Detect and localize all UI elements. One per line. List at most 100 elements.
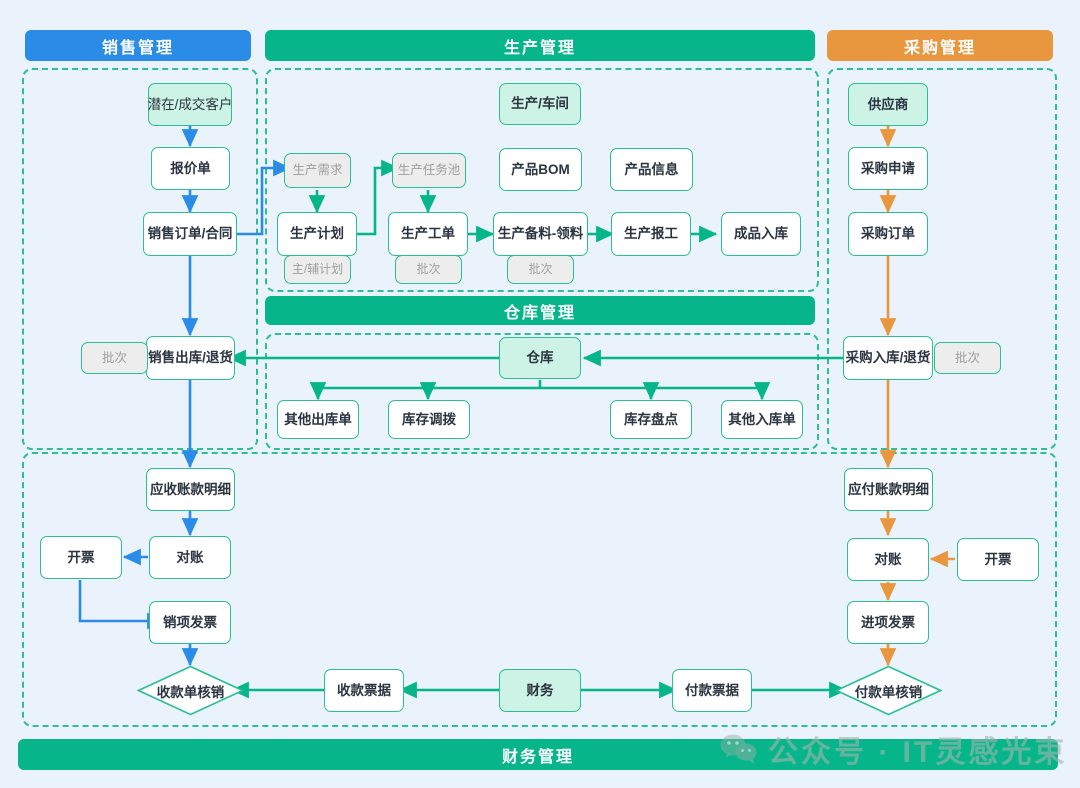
section-header-sales: 销售管理 xyxy=(25,30,251,61)
node-finished-goods-inbound[interactable]: 成品入库 xyxy=(721,212,801,256)
node-sales-outbound-label: 销售出库/退货 xyxy=(148,350,233,366)
node-plan-type-tag[interactable]: 主/辅计划 xyxy=(284,255,351,284)
node-other-outbound-label: 其他出库单 xyxy=(284,411,352,427)
node-purchase-batch-label: 批次 xyxy=(954,350,980,365)
node-input-invoice-label: 进项发票 xyxy=(861,614,915,630)
section-header-finance: 财务管理 xyxy=(18,739,1058,770)
node-work-order[interactable]: 生产工单 xyxy=(388,212,468,256)
node-payment-writeoff[interactable]: 付款单核销 xyxy=(835,665,942,716)
section-header-sales-label: 销售管理 xyxy=(101,39,174,57)
node-sales-order[interactable]: 销售订单/合同 xyxy=(143,212,237,256)
node-receipt-voucher[interactable]: 收款票据 xyxy=(324,669,404,712)
section-header-procurement-label: 采购管理 xyxy=(903,39,976,57)
node-ar-invoicing-label: 开票 xyxy=(67,549,95,565)
node-sales-batch-label: 批次 xyxy=(101,350,127,365)
section-header-production: 生产管理 xyxy=(265,30,815,61)
section-header-procurement: 采购管理 xyxy=(827,30,1053,61)
node-finance[interactable]: 财务 xyxy=(499,669,581,712)
group-container-finance xyxy=(22,452,1057,727)
node-payment-voucher-label: 付款票据 xyxy=(685,682,739,698)
node-warehouse-label: 仓库 xyxy=(526,350,554,366)
node-sales-batch[interactable]: 批次 xyxy=(81,342,148,374)
node-warehouse[interactable]: 仓库 xyxy=(499,337,581,379)
section-header-finance-label: 财务管理 xyxy=(501,748,574,766)
node-output-invoice[interactable]: 销项发票 xyxy=(149,601,231,644)
node-ap-reconcile[interactable]: 对账 xyxy=(847,538,929,581)
node-purchase-batch[interactable]: 批次 xyxy=(934,342,1001,374)
node-quotation-label: 报价单 xyxy=(170,160,211,176)
node-production-plan-label: 生产计划 xyxy=(290,226,344,242)
node-ap-detail-label: 应付账款明细 xyxy=(848,481,929,497)
node-input-invoice[interactable]: 进项发票 xyxy=(847,601,929,644)
node-purchase-order[interactable]: 采购订单 xyxy=(848,212,928,256)
node-inventory-transfer-label: 库存调拨 xyxy=(402,411,456,427)
node-product-info-label: 产品信息 xyxy=(624,161,679,177)
node-inventory-transfer[interactable]: 库存调拨 xyxy=(388,400,470,439)
node-potential-customer-label: 潜在/成交客户 xyxy=(147,96,233,112)
node-ar-detail[interactable]: 应收账款明细 xyxy=(146,468,235,511)
group-container-production xyxy=(265,68,819,292)
node-work-order-label: 生产工单 xyxy=(401,226,455,242)
node-inventory-count-label: 库存盘点 xyxy=(624,411,678,427)
node-output-invoice-label: 销项发票 xyxy=(163,614,217,630)
node-receipt-writeoff[interactable]: 收款单核销 xyxy=(137,665,244,716)
node-purchase-request[interactable]: 采购申请 xyxy=(848,147,928,190)
node-product-info[interactable]: 产品信息 xyxy=(610,148,693,191)
node-ap-reconcile-label: 对账 xyxy=(874,551,902,567)
node-production-report-label: 生产报工 xyxy=(624,226,678,242)
node-material-batch-label: 批次 xyxy=(528,261,553,276)
node-purchase-inbound-label: 采购入库/退货 xyxy=(845,350,931,366)
node-material-preparation-label: 生产备料-领料 xyxy=(497,226,584,242)
node-finished-goods-inbound-label: 成品入库 xyxy=(734,226,788,242)
section-header-warehouse-label: 仓库管理 xyxy=(503,304,576,322)
section-header-production-label: 生产管理 xyxy=(503,39,576,57)
node-sales-order-label: 销售订单/合同 xyxy=(147,226,233,242)
node-finance-label: 财务 xyxy=(526,682,554,698)
node-ap-detail[interactable]: 应付账款明细 xyxy=(844,468,933,511)
group-container-procurement xyxy=(827,68,1057,450)
node-production-plan[interactable]: 生产计划 xyxy=(277,212,357,256)
node-supplier-label: 供应商 xyxy=(867,96,909,112)
node-ar-detail-label: 应收账款明细 xyxy=(150,481,231,497)
node-material-batch[interactable]: 批次 xyxy=(507,255,574,284)
node-material-preparation[interactable]: 生产备料-领料 xyxy=(493,212,588,256)
node-purchase-request-label: 采购申请 xyxy=(861,160,915,176)
node-ar-reconcile-label: 对账 xyxy=(176,549,204,565)
node-other-inbound[interactable]: 其他入库单 xyxy=(721,400,803,439)
node-product-bom-label: 产品BOM xyxy=(511,161,570,177)
node-purchase-order-label: 采购订单 xyxy=(861,226,915,242)
node-workshop[interactable]: 生产/车间 xyxy=(499,83,581,125)
node-potential-customer[interactable]: 潜在/成交客户 xyxy=(148,83,232,126)
node-inventory-count[interactable]: 库存盘点 xyxy=(610,400,692,439)
node-work-order-batch[interactable]: 批次 xyxy=(395,255,462,284)
diamond-shape xyxy=(137,665,244,716)
node-production-report[interactable]: 生产报工 xyxy=(611,212,691,256)
node-task-pool[interactable]: 生产任务池 xyxy=(392,153,466,188)
node-task-pool-label: 生产任务池 xyxy=(397,163,461,178)
node-purchase-inbound[interactable]: 采购入库/退货 xyxy=(843,336,933,380)
node-supplier[interactable]: 供应商 xyxy=(848,83,928,126)
node-other-inbound-label: 其他入库单 xyxy=(728,411,796,427)
node-ap-invoicing-label: 开票 xyxy=(984,551,1012,567)
node-other-outbound[interactable]: 其他出库单 xyxy=(277,400,359,439)
group-container-warehouse xyxy=(265,333,819,450)
group-container-sales xyxy=(22,68,258,450)
node-quotation[interactable]: 报价单 xyxy=(151,147,230,190)
diamond-shape xyxy=(835,665,942,716)
node-ar-reconcile[interactable]: 对账 xyxy=(149,536,231,579)
node-product-bom[interactable]: 产品BOM xyxy=(499,148,582,191)
section-header-warehouse: 仓库管理 xyxy=(265,296,815,325)
node-payment-writeoff-label: 付款单核销 xyxy=(854,684,923,700)
node-payment-voucher[interactable]: 付款票据 xyxy=(672,669,752,712)
node-receipt-writeoff-label: 收款单核销 xyxy=(156,684,225,700)
node-workshop-label: 生产/车间 xyxy=(511,96,569,112)
node-ap-invoicing[interactable]: 开票 xyxy=(957,538,1039,581)
node-receipt-voucher-label: 收款票据 xyxy=(337,682,391,698)
node-ar-invoicing[interactable]: 开票 xyxy=(40,536,122,579)
node-sales-outbound[interactable]: 销售出库/退货 xyxy=(146,336,235,380)
node-production-demand-label: 生产需求 xyxy=(292,163,343,178)
node-production-demand[interactable]: 生产需求 xyxy=(284,153,351,188)
node-plan-type-tag-label: 主/辅计划 xyxy=(291,261,344,276)
